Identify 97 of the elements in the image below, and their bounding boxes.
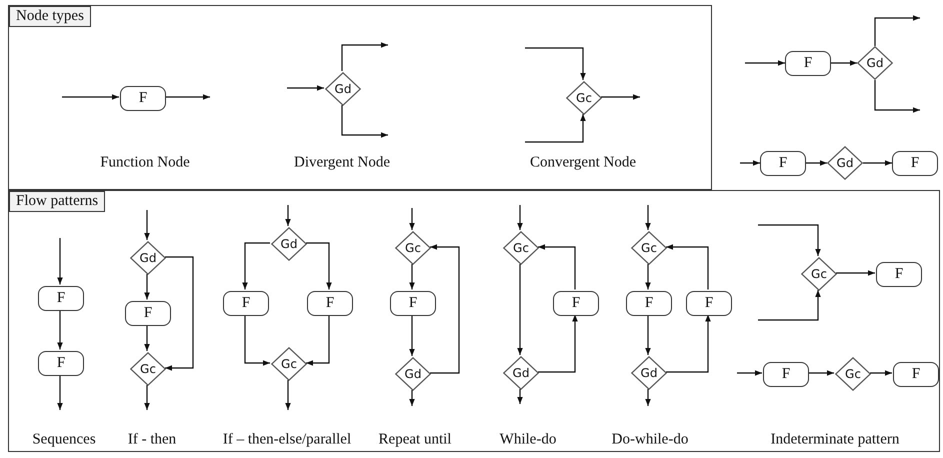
arrow (874, 80, 920, 113)
function-box: F (390, 290, 436, 316)
function-box: F (223, 290, 269, 316)
arrow (666, 244, 709, 290)
arrow (244, 314, 270, 366)
arrow (165, 256, 194, 371)
function-box: F (785, 50, 831, 76)
arrow (601, 94, 640, 100)
arrow (409, 264, 415, 290)
gateway-diamond: Gd (130, 241, 166, 275)
gateway-diamond: Gd (631, 356, 667, 390)
arrow (645, 389, 651, 406)
function-box: F (763, 362, 809, 386)
arrow (645, 205, 651, 230)
gateway-diamond: Gc (130, 352, 166, 386)
arrow (831, 60, 857, 66)
arrow (144, 274, 150, 300)
gateway-diamond: Gc (395, 231, 431, 265)
function-box: F (120, 86, 166, 110)
arrow (306, 314, 330, 366)
arrow (409, 314, 415, 356)
pattern-caption: Divergent Node (294, 154, 390, 172)
gateway-diamond: Gc (801, 257, 837, 291)
arrow (525, 47, 586, 80)
pattern-caption: Repeat until (378, 432, 452, 448)
arrow (517, 389, 523, 404)
gateway-diamond: Gd (827, 146, 863, 180)
arrow (737, 370, 762, 376)
arrow (758, 224, 821, 256)
arrow (645, 314, 651, 355)
pattern-caption: Convergent Node (530, 154, 636, 172)
arrow (341, 105, 388, 138)
gateway-diamond: Gd (503, 356, 539, 390)
gateway-diamond: Gc (503, 231, 539, 265)
arrow (57, 238, 63, 284)
gateway-diamond: Gd (271, 227, 307, 261)
arrow (525, 114, 586, 143)
function-box: F (125, 300, 171, 326)
gateway-diamond: Gc (566, 81, 602, 115)
arrow (165, 94, 210, 100)
arrow (870, 370, 892, 376)
arrow (306, 242, 332, 290)
arrow (62, 94, 119, 100)
arrow (863, 160, 892, 166)
function-box: F (38, 286, 84, 310)
arrow (242, 242, 270, 290)
function-box: F (760, 150, 806, 176)
arrow (538, 314, 578, 373)
pattern-caption: If - then (128, 432, 176, 448)
gateway-diamond: Gd (395, 357, 431, 391)
function-box: F (876, 262, 922, 286)
gateway-diamond: Gc (631, 231, 667, 265)
arrow (285, 380, 291, 410)
arrow (740, 160, 760, 166)
function-box: F (893, 362, 939, 386)
pattern-caption: If – then-else/parallel (222, 432, 352, 448)
arrow (874, 15, 920, 46)
panel-frame (8, 190, 940, 452)
arrow (430, 244, 460, 374)
panel-heading: Node types (9, 6, 91, 27)
function-box: F (892, 150, 938, 176)
arrow (517, 205, 523, 230)
function-box: F (686, 290, 732, 316)
arrow (745, 60, 785, 66)
arrow (144, 324, 150, 351)
function-box: F (38, 350, 84, 376)
panel-frame (8, 5, 712, 190)
arrow (57, 310, 63, 350)
gateway-diamond: Gc (271, 347, 307, 381)
arrow (836, 270, 875, 276)
arrow (538, 244, 576, 290)
function-box: F (553, 290, 599, 316)
pattern-caption: While-do (500, 432, 556, 448)
arrow (57, 374, 63, 410)
arrow (666, 314, 711, 373)
arrow (144, 210, 150, 240)
panel-heading: Flow patterns (9, 191, 106, 212)
arrow (409, 390, 415, 406)
pattern-caption: Do-while-do (612, 432, 688, 448)
gateway-diamond: Gc (835, 357, 871, 391)
pattern-caption: Indeterminate pattern (770, 432, 900, 448)
arrow (409, 208, 415, 230)
arrow (285, 205, 291, 226)
gateway-diamond: Gd (325, 72, 361, 106)
gateway-diamond: Gd (857, 46, 893, 80)
arrow (645, 264, 651, 290)
arrow (287, 85, 324, 91)
arrow (808, 370, 834, 376)
pattern-caption: Sequences (32, 432, 96, 448)
arrow (758, 290, 821, 321)
arrow (144, 385, 150, 410)
arrow (517, 264, 523, 355)
arrow (341, 42, 388, 71)
arrow (806, 160, 827, 166)
pattern-caption: Function Node (100, 154, 190, 172)
function-box: F (626, 290, 672, 316)
function-box: F (307, 290, 353, 316)
